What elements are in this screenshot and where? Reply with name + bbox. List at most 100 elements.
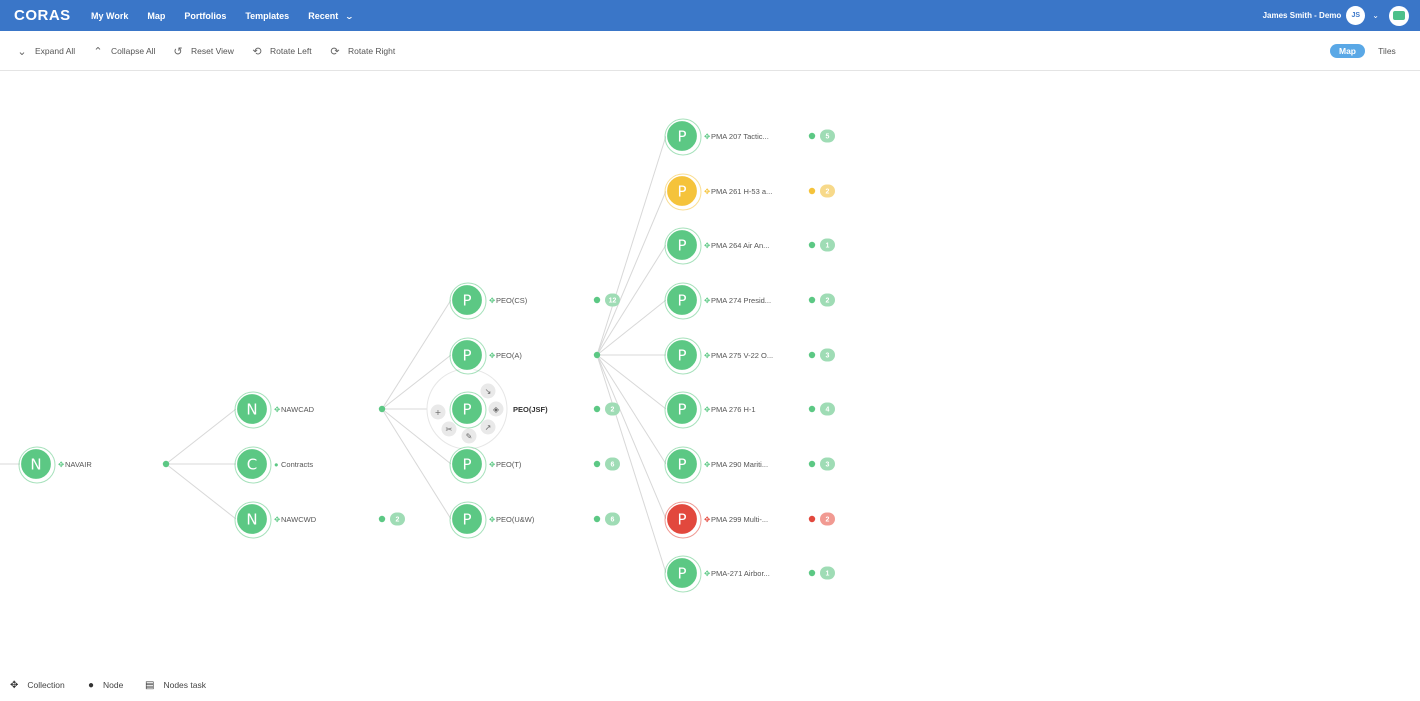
- map-node-pma207[interactable]: P✥PMA 207 Tactic...: [664, 118, 769, 156]
- avatar[interactable]: JS: [1346, 6, 1366, 25]
- node-label[interactable]: PMA 261 H-53 a...: [711, 187, 772, 196]
- node-circle: [450, 338, 484, 372]
- map-node-pma275[interactable]: P✥PMA 275 V-22 O...: [664, 337, 773, 375]
- node-letter: P: [462, 511, 471, 529]
- status-badge[interactable]: 6: [593, 512, 620, 526]
- connector-line: [165, 408, 237, 465]
- node-label[interactable]: NAVAIR: [65, 460, 92, 469]
- node-halo: [449, 501, 487, 539]
- status-badge[interactable]: 3: [808, 348, 835, 362]
- node-label[interactable]: PEO(A): [496, 351, 522, 360]
- node-halo: [449, 282, 487, 320]
- nav-item-my-work[interactable]: My Work: [91, 10, 129, 21]
- expand-all-button[interactable]: ⌄ Expand All: [15, 31, 75, 71]
- status-badge[interactable]: 2: [808, 512, 835, 526]
- status-badge[interactable]: 4: [808, 402, 835, 416]
- nav-item-templates[interactable]: Templates: [245, 10, 290, 21]
- add-action-button[interactable]: +: [430, 404, 446, 420]
- connector-line: [381, 408, 452, 520]
- node-letter: N: [246, 401, 257, 419]
- view-action-button[interactable]: ◈: [488, 401, 504, 417]
- map-node-nawcad[interactable]: N✥NAWCAD: [234, 391, 315, 429]
- node-circle: [235, 447, 269, 481]
- map-node-pma264[interactable]: P✥PMA 264 Air An...: [664, 227, 769, 265]
- map-node-peouw[interactable]: P✥PEO(U&W): [449, 501, 535, 539]
- node-label[interactable]: PMA 274 Presid...: [711, 296, 771, 305]
- status-badge[interactable]: 5: [808, 129, 835, 143]
- status-badge[interactable]: 1: [808, 238, 835, 252]
- status-badge[interactable]: 3: [808, 457, 835, 471]
- node-label[interactable]: PMA-271 Airbor...: [711, 569, 770, 578]
- count-pill: [820, 457, 835, 471]
- collection-icon: ✥: [489, 460, 495, 469]
- reset-view-button[interactable]: ↺ Reset View: [171, 31, 233, 71]
- nav-item-map[interactable]: Map: [147, 10, 166, 21]
- node-label[interactable]: NAWCWD: [281, 515, 317, 524]
- cut-action-button[interactable]: ✂: [441, 421, 457, 437]
- status-badge[interactable]: 2: [808, 293, 835, 307]
- node-circle: [450, 502, 484, 536]
- status-badge[interactable]: 2: [808, 184, 835, 198]
- collection-icon: ✥: [704, 296, 710, 305]
- view-tiles-toggle[interactable]: Tiles: [1378, 46, 1396, 56]
- status-badge[interactable]: 6: [593, 457, 620, 471]
- user-name[interactable]: James Smith - Demo: [1262, 11, 1342, 20]
- nav-item-recent[interactable]: Recent⌄: [308, 11, 354, 21]
- map-node-pma274[interactable]: P✥PMA 274 Presid...: [664, 282, 771, 320]
- view-map-toggle[interactable]: Map: [1330, 44, 1365, 58]
- status-badge[interactable]: 2: [378, 512, 405, 526]
- move-action-button[interactable]: ↘: [480, 383, 496, 399]
- nav-item-portfolios[interactable]: Portfolios: [184, 10, 227, 21]
- count-pill: [820, 129, 835, 143]
- node-label[interactable]: PMA 207 Tactic...: [711, 132, 769, 141]
- status-badge[interactable]: 12: [593, 293, 620, 307]
- app-switcher-button[interactable]: [1389, 5, 1409, 26]
- status-badge[interactable]: 2: [593, 402, 620, 416]
- node-map[interactable]: +✂✎↗◈↘N✥NAVAIRN✥NAWCADC●ContractsN✥NAWCW…: [0, 71, 1420, 671]
- map-node-navair[interactable]: N✥NAVAIR: [18, 446, 92, 484]
- action-button-bg: [441, 421, 457, 437]
- node-label[interactable]: PMA 299 Multi-...: [711, 515, 768, 524]
- node-circle: [450, 392, 484, 426]
- node-label[interactable]: PEO(CS): [496, 296, 528, 305]
- node-label[interactable]: Contracts: [281, 460, 313, 469]
- node-label[interactable]: PMA 290 Mariti...: [711, 460, 768, 469]
- map-node-peot[interactable]: P ✥PEO(T): [449, 446, 522, 484]
- node-label[interactable]: PMA 275 V-22 O...: [711, 351, 773, 360]
- node-label[interactable]: PEO(U&W): [496, 515, 535, 524]
- map-node-pma276[interactable]: P✥PMA 276 H-1: [664, 391, 756, 429]
- map-node-pma271[interactable]: P✥PMA-271 Airbor...: [664, 555, 770, 593]
- hub-dot[interactable]: [162, 460, 170, 468]
- node-label[interactable]: NAWCAD: [281, 405, 315, 414]
- map-node-peocs[interactable]: P✥PEO(CS): [449, 282, 528, 320]
- node-halo: [664, 555, 702, 593]
- map-node-pma261[interactable]: P✥PMA 261 H-53 a...: [664, 173, 772, 211]
- map-node-contracts[interactable]: C●Contracts: [234, 446, 313, 484]
- node-label[interactable]: PMA 276 H-1: [711, 405, 756, 414]
- open-action-button[interactable]: ↗: [480, 419, 496, 435]
- legend-node-label: Node: [103, 680, 124, 690]
- map-node-pma290[interactable]: P✥PMA 290 Mariti...: [664, 446, 768, 484]
- collapse-all-button[interactable]: ⌃ Collapse All: [91, 31, 155, 71]
- chevron-down-icon[interactable]: ⌄: [1372, 11, 1379, 20]
- node-letter: P: [462, 456, 471, 474]
- legend-collection: ✥ Collection: [10, 676, 65, 694]
- node-label[interactable]: PEO(T): [496, 460, 522, 469]
- hub-dot[interactable]: [593, 351, 601, 359]
- node-label[interactable]: PEO(JSF): [513, 405, 548, 414]
- rotate-right-button[interactable]: ⟳ Rotate Right: [328, 31, 395, 71]
- node-circle: [450, 447, 484, 481]
- map-node-nawcwd[interactable]: N✥NAWCWD: [234, 501, 317, 539]
- coras-logo[interactable]: CORAS: [14, 7, 71, 24]
- status-badge[interactable]: 1: [808, 566, 835, 580]
- action-button-bg: [430, 404, 446, 420]
- map-node-peoa[interactable]: P✥PEO(A): [449, 337, 522, 375]
- connector-line: [381, 408, 452, 465]
- edit-action-button[interactable]: ✎: [461, 428, 477, 444]
- hub-dot[interactable]: [378, 405, 386, 413]
- node-label[interactable]: PMA 264 Air An...: [711, 241, 769, 250]
- map-node-pma299[interactable]: P✥PMA 299 Multi-...: [664, 501, 768, 539]
- rotate-left-button[interactable]: ⟲ Rotate Left: [250, 31, 311, 71]
